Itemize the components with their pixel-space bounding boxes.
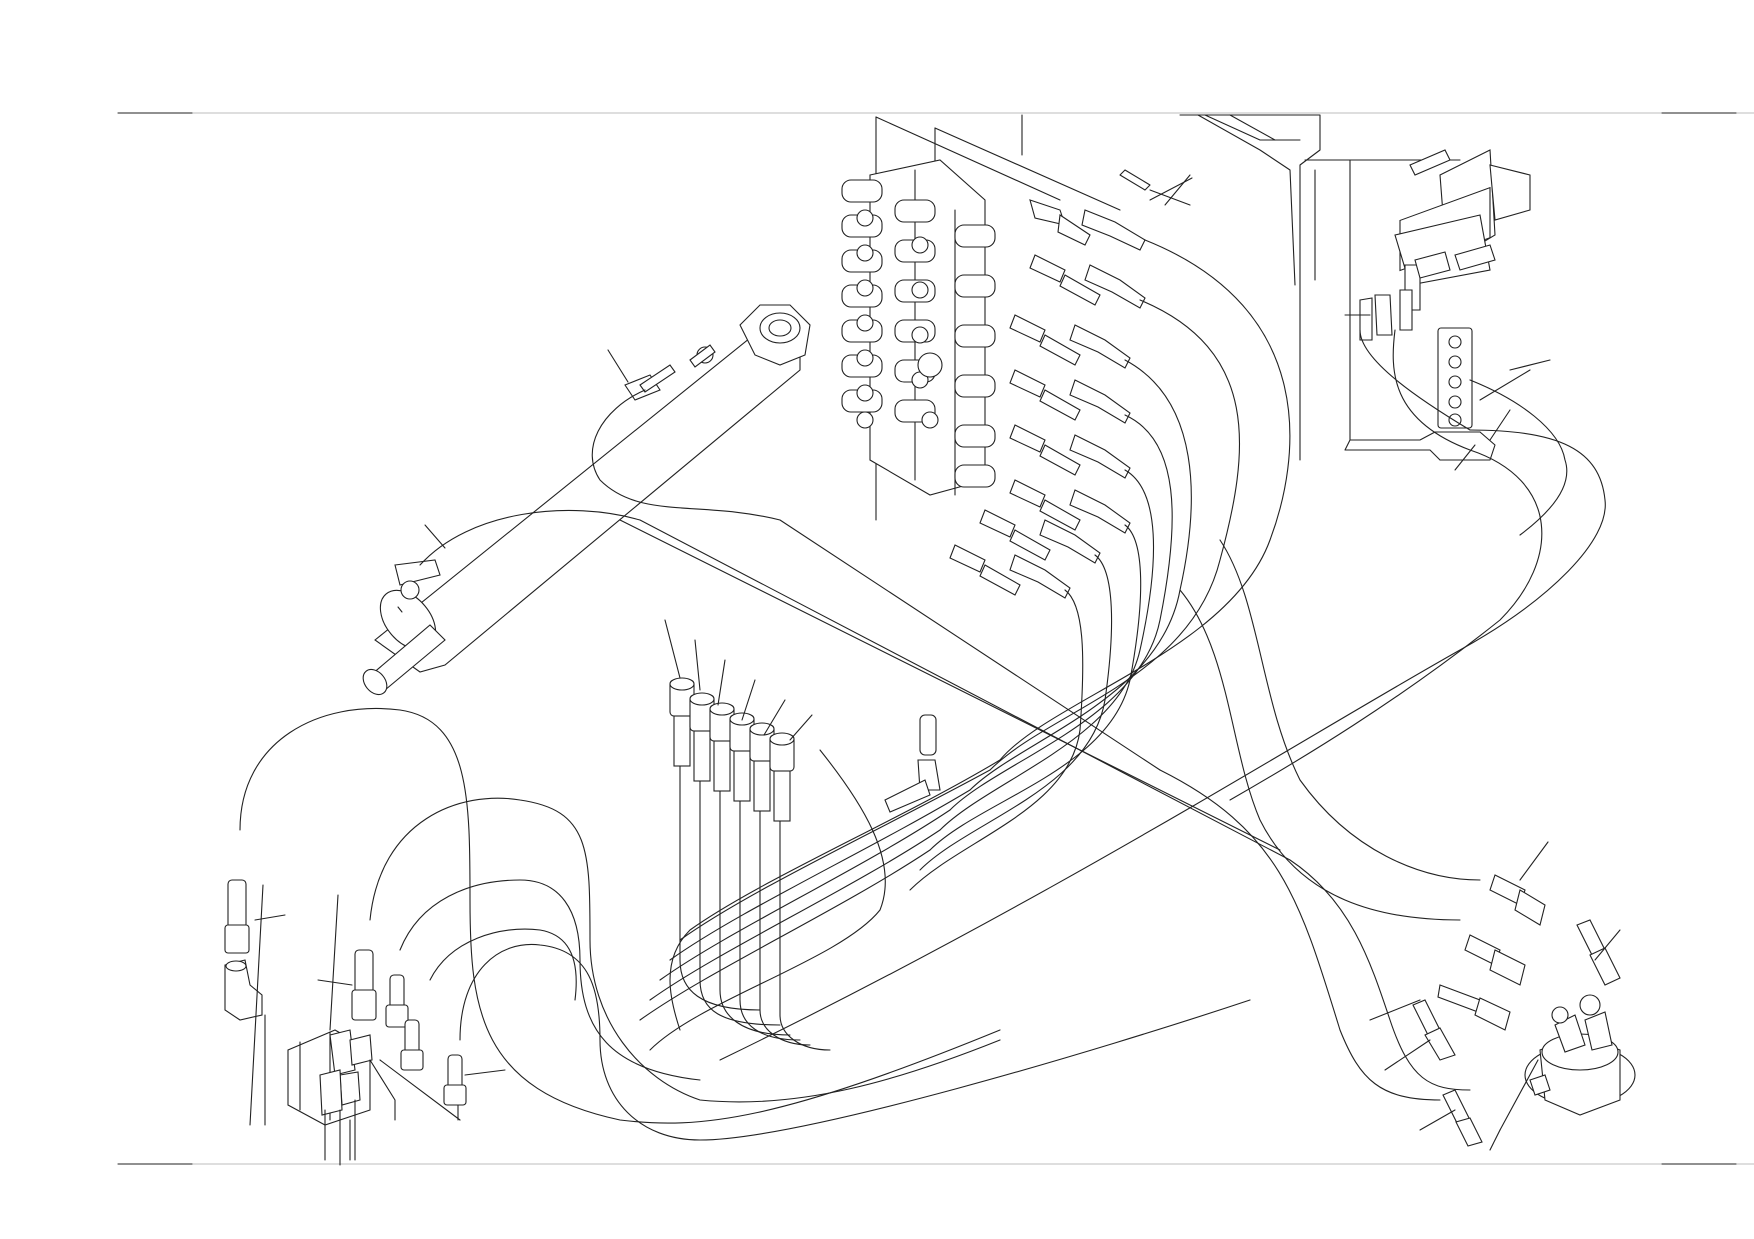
hydraulic-cylinder-icon [362, 304, 811, 696]
callout-leader-lines [249, 114, 1621, 1161]
elbow-fitting-center [884, 714, 941, 813]
hose-loop-left [239, 707, 1001, 1124]
fitting-left-upper [224, 879, 467, 1126]
swivel-joint-icon [1499, 994, 1636, 1131]
fitting-cluster-center [669, 677, 795, 822]
valve-block-icon [841, 116, 1193, 599]
hose-lines [239, 239, 1606, 1141]
hose-cylinder-rod [591, 389, 1161, 771]
manifold-icon [287, 1029, 461, 1166]
valve-fittings [856, 209, 943, 429]
solenoid-valve-icon [1359, 149, 1531, 429]
fitting-right-group [1412, 874, 1621, 1147]
drawing-frame [117, 112, 1754, 1165]
tank-panel-icon [1179, 114, 1496, 461]
valve-hose-ends [949, 199, 1146, 599]
hose-to-fittings-left-1 [679, 759, 761, 1011]
